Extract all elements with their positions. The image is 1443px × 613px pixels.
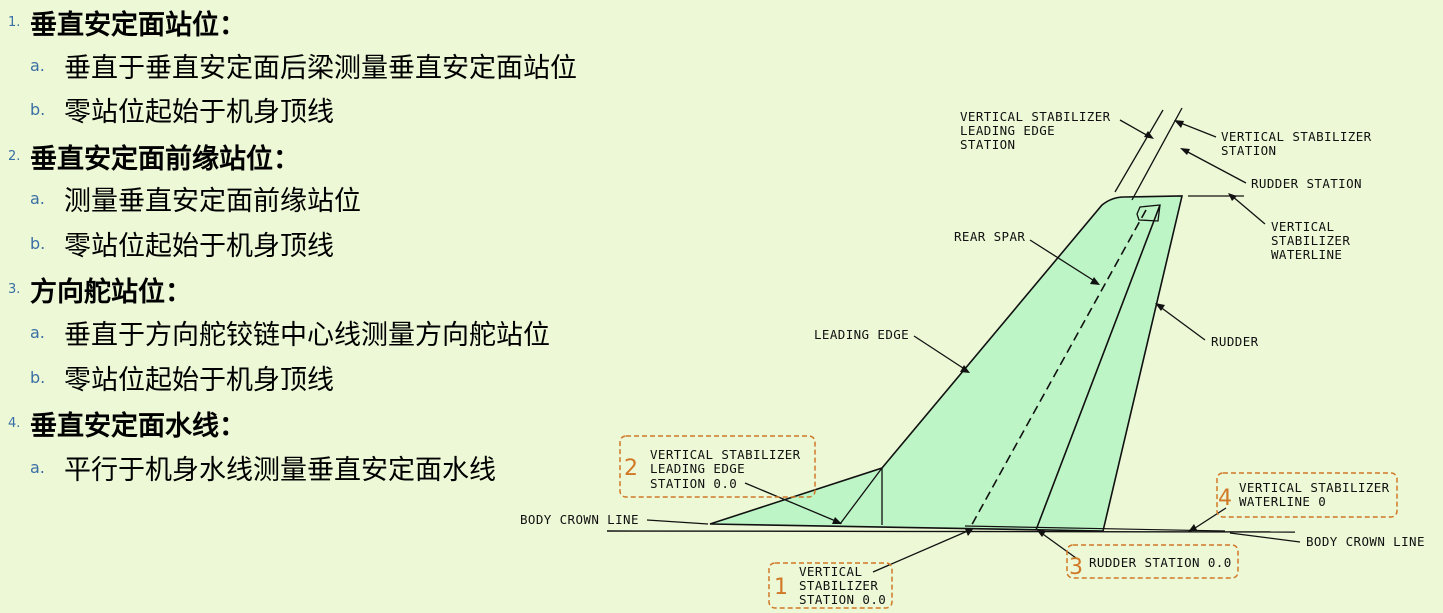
label-body-crown-line: BODY CROWN LINE [520, 512, 639, 527]
callout-number: 3 [1069, 555, 1083, 580]
outline-number: 1. [8, 14, 21, 30]
callout-box [1066, 544, 1239, 579]
label-body-crown-line: BODY CROWN LINE [1306, 534, 1425, 549]
subitem-letter: b. [30, 99, 46, 119]
label-rudder: RUDDER [1211, 334, 1259, 349]
subitem-letter: a. [30, 457, 45, 477]
callout-line: VERTICAL STABILIZER [1239, 480, 1390, 495]
label-line: WATERLINE [1271, 247, 1342, 262]
label-line: VERTICAL [1271, 219, 1334, 234]
outline-subitem: b. 零站位起始于机身顶线 [30, 225, 334, 262]
subitem-text: 零站位起始于机身顶线 [64, 364, 334, 396]
body-crown-line [606, 530, 1296, 533]
callout-2: 2 VERTICAL STABILIZER LEADING EDGE STATI… [619, 435, 816, 498]
outline-item-2: 2. 垂直安定面前缘站位： [8, 136, 300, 176]
outline-title: 垂直安定面水线： [30, 410, 246, 442]
callout-number: 4 [1218, 486, 1232, 511]
callout-3: 3 RUDDER STATION 0.0 [1066, 544, 1239, 580]
le-station-line [839, 467, 883, 525]
subitem-letter: a. [30, 55, 45, 75]
rear-spar-line [969, 209, 1147, 529]
rudder-hinge-line [1035, 204, 1161, 531]
subitem-text: 测量垂直安定面前缘站位 [64, 185, 361, 217]
stabilizer-outline [709, 195, 1184, 532]
callout-line: WATERLINE 0 [1239, 494, 1326, 509]
callout-text: VERTICAL STABILIZER WATERLINE 0 [1239, 480, 1398, 509]
subitem-text: 平行于机身水线测量垂直安定面水线 [64, 454, 496, 486]
subitem-text: 零站位起始于机身顶线 [64, 230, 334, 262]
callout-text: VERTICAL STABILIZER STATION 0.0 [799, 564, 886, 607]
label-rudder-station: RUDDER STATION [1251, 176, 1362, 191]
outline-number: 2. [8, 148, 21, 164]
body-crown-line-extension [964, 525, 1226, 532]
vs-station-line [1131, 107, 1183, 201]
rudder-tip-notch [1136, 204, 1161, 222]
label-line: STATION [960, 137, 1015, 152]
subitem-text: 零站位起始于机身顶线 [64, 96, 334, 128]
outline-title: 方向舵站位： [30, 276, 192, 308]
subitem-letter: b. [30, 367, 46, 387]
label-line: VERTICAL STABILIZER [1221, 129, 1372, 144]
label-line: STABILIZER [1271, 233, 1350, 248]
label-rear-spar: REAR SPAR [954, 229, 1025, 244]
subitem-text: 垂直于方向舵铰链中心线测量方向舵站位 [64, 319, 550, 351]
callout-line: STATION 0.0 [799, 592, 886, 607]
label-vs-station: VERTICAL STABILIZER STATION [1221, 129, 1380, 158]
outline-subitem: a. 测量垂直安定面前缘站位 [30, 180, 361, 217]
outline-item-4: 4. 垂直安定面水线： [8, 403, 246, 443]
label-line: STATION [1221, 143, 1276, 158]
outline-subitem: a. 垂直于方向舵铰链中心线测量方向舵站位 [30, 314, 550, 351]
callout-line: STABILIZER [799, 578, 878, 593]
callout-line: RUDDER STATION 0.0 [1089, 555, 1232, 570]
outline-subitem: b. 零站位起始于机身顶线 [30, 91, 334, 128]
callout-box [1216, 472, 1398, 518]
callout-text: VERTICAL STABILIZER LEADING EDGE STATION… [650, 447, 809, 491]
leader-lines [646, 119, 1301, 573]
callout-number: 2 [624, 456, 638, 481]
outline-number: 4. [8, 415, 21, 431]
callout-box [768, 562, 893, 609]
outline-item-1: 1. 垂直安定面站位： [8, 2, 246, 42]
label-vs-waterline: VERTICAL STABILIZER WATERLINE [1271, 219, 1358, 262]
label-leading-edge: LEADING EDGE [814, 327, 909, 342]
callout-4: 4 VERTICAL STABILIZER WATERLINE 0 [1216, 472, 1398, 518]
outline-subitem: b. 零站位起始于机身顶线 [30, 359, 334, 396]
callout-number: 1 [774, 575, 788, 600]
outline-item-3: 3. 方向舵站位： [8, 269, 192, 309]
callout-box [619, 435, 816, 498]
outline-title: 垂直安定面站位： [30, 9, 246, 41]
subitem-letter: b. [30, 233, 46, 253]
label-line: LEADING EDGE [960, 123, 1055, 138]
label-line: VERTICAL STABILIZER [960, 109, 1111, 124]
callout-line: VERTICAL [799, 564, 862, 579]
callout-line: LEADING EDGE [650, 461, 745, 476]
subitem-letter: a. [30, 322, 45, 342]
outline-subitem: a. 平行于机身水线测量垂直安定面水线 [30, 449, 496, 486]
callout-line: VERTICAL STABILIZER [650, 447, 801, 462]
subitem-letter: a. [30, 188, 45, 208]
callout-line: STATION 0.0 [650, 476, 737, 491]
vs-le-station-line [1114, 109, 1164, 193]
label-vs-le-station: VERTICAL STABILIZER LEADING EDGE STATION [960, 109, 1119, 152]
subitem-text: 垂直于垂直安定面后梁测量垂直安定面站位 [64, 52, 577, 84]
outline-subitem: a. 垂直于垂直安定面后梁测量垂直安定面站位 [30, 47, 577, 84]
outline-title: 垂直安定面前缘站位： [30, 143, 300, 175]
callout-1: 1 VERTICAL STABILIZER STATION 0.0 [768, 562, 893, 609]
outline-number: 3. [8, 281, 21, 297]
